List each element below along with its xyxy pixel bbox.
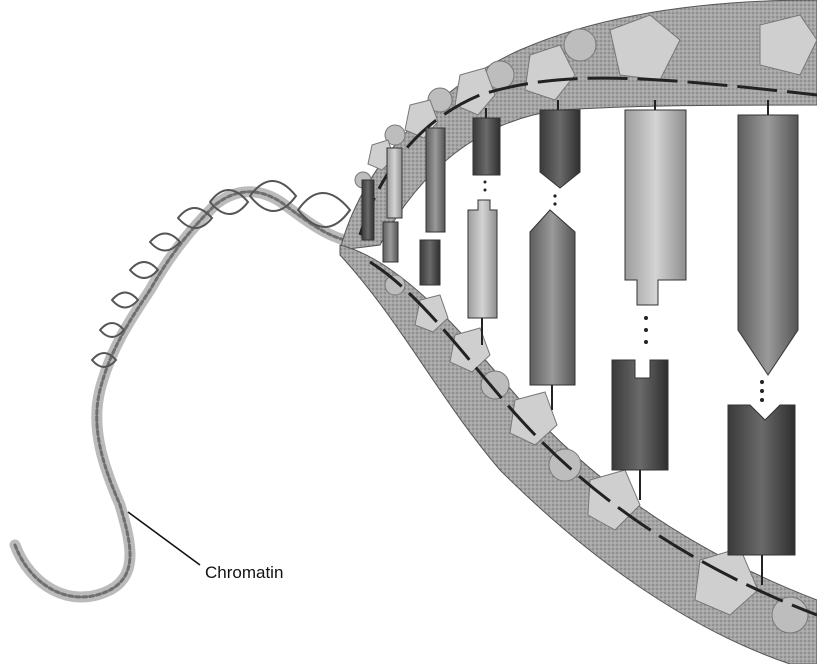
- base-pair-block-icon: [383, 222, 398, 262]
- hydrogen-bond-dots-icon: [553, 194, 556, 205]
- hydrogen-bond-dots-icon: [760, 380, 764, 402]
- base-pair: [362, 180, 374, 240]
- base-pair: [468, 118, 500, 318]
- base-pair-block-icon: [362, 180, 374, 240]
- base-pair-block-icon: [420, 240, 440, 285]
- base-pair-block-icon: [473, 118, 500, 175]
- base-pair-block-icon: [468, 200, 497, 318]
- base-pair-block-icon: [738, 115, 798, 375]
- base-pair-block-icon: [612, 360, 668, 470]
- base-pair-block-icon: [426, 128, 445, 232]
- circle-phosphate-icon: [481, 371, 509, 399]
- base-pair-block-icon: [625, 110, 686, 305]
- helix-turns: [92, 181, 350, 367]
- circle-phosphate-icon: [564, 29, 596, 61]
- base-pair-block-icon: [728, 405, 795, 555]
- chromatin-label: Chromatin: [205, 563, 283, 583]
- circle-phosphate-icon: [772, 597, 808, 633]
- base-pair-block-icon: [530, 210, 575, 385]
- chromatin-leader-line: [128, 512, 200, 565]
- base-pair-block-icon: [540, 110, 580, 188]
- chromatin-fiber: [15, 181, 350, 597]
- base-pair: [612, 110, 686, 470]
- base-pair: [728, 115, 798, 555]
- hydrogen-bond-dots-icon: [644, 316, 648, 344]
- base-pair: [530, 110, 580, 385]
- base-pair-block-icon: [387, 148, 402, 218]
- hydrogen-bond-dots-icon: [484, 181, 487, 192]
